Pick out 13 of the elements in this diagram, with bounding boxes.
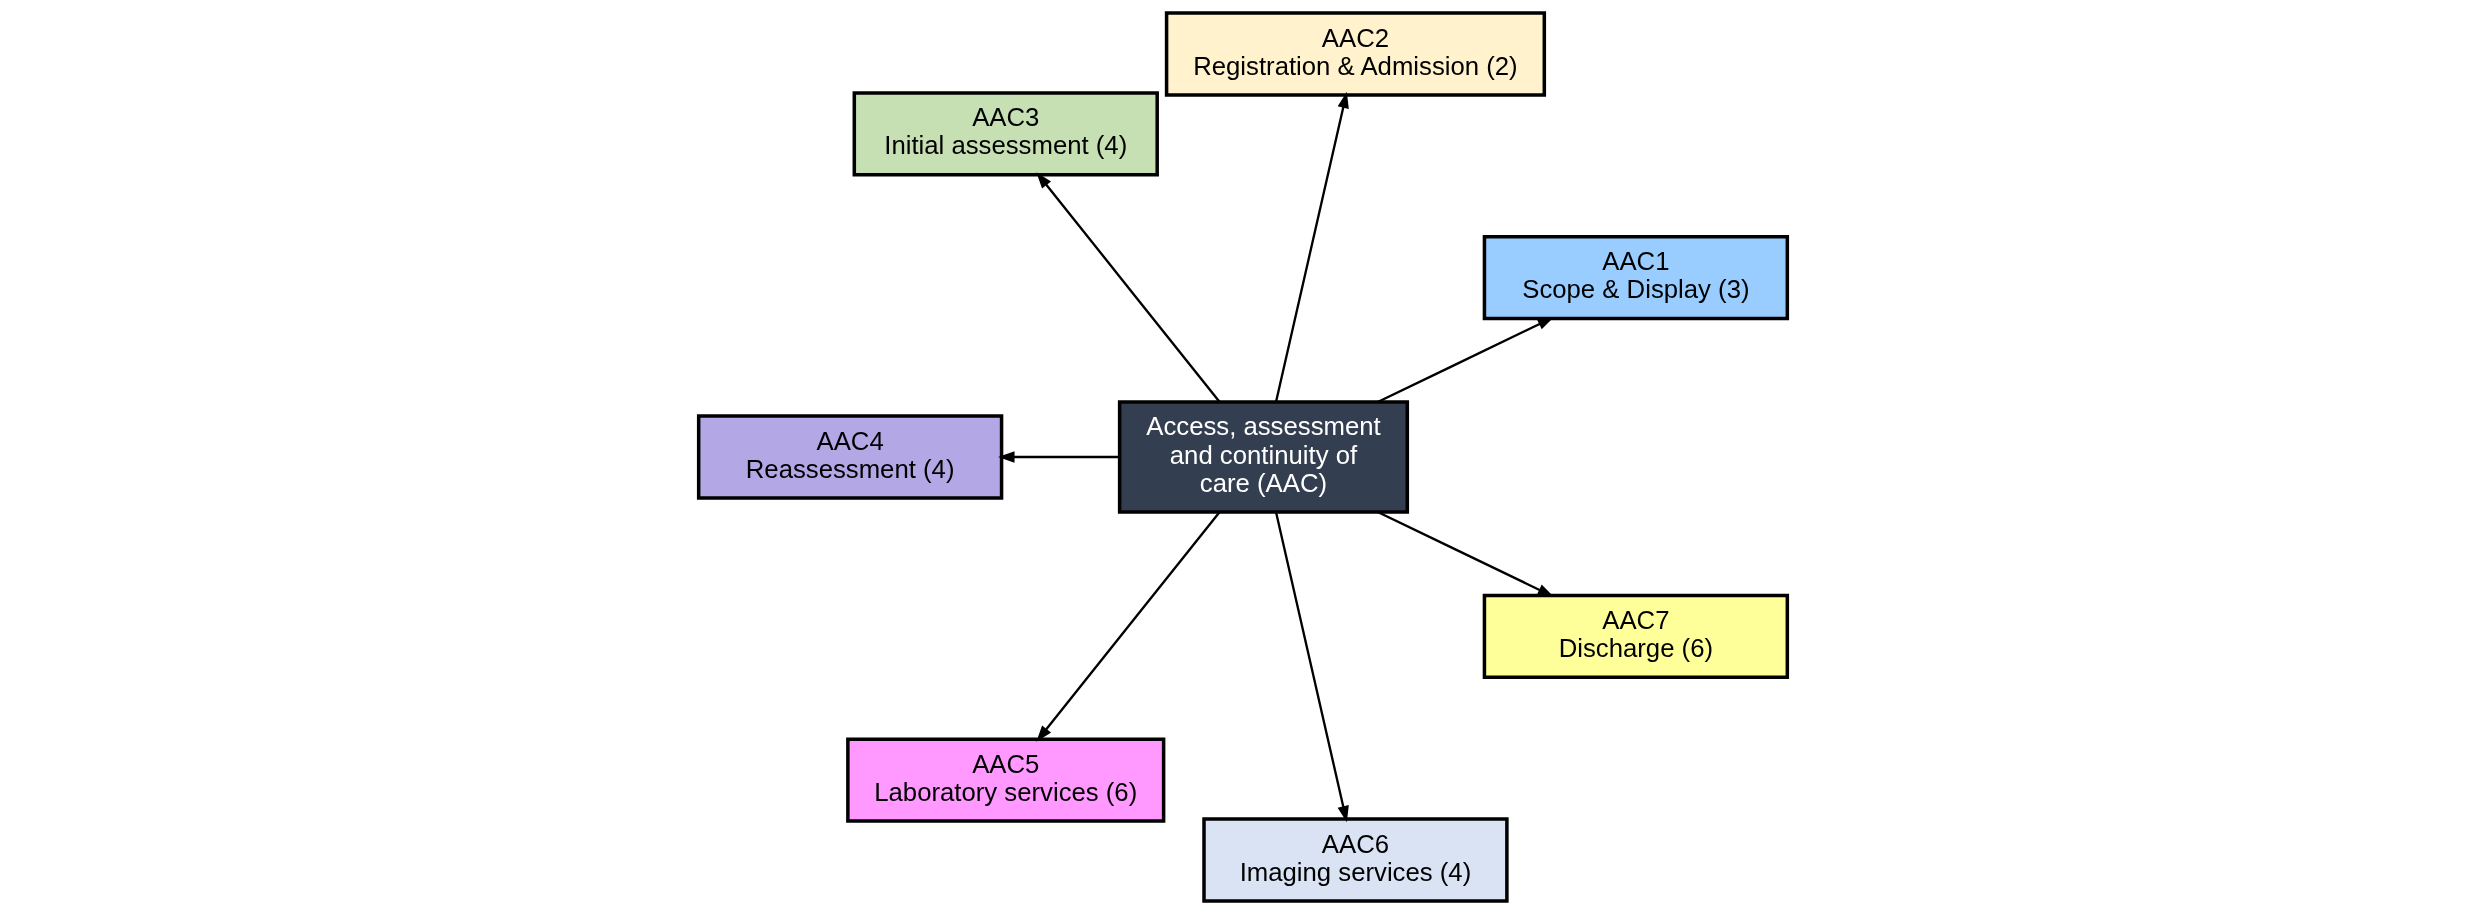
arrow	[1274, 91, 1349, 403]
node-box: AAC3 Initial assessment (4)	[852, 91, 1159, 177]
arrow	[1036, 172, 1221, 403]
node-box: AAC6 Imaging services (4)	[1202, 817, 1509, 903]
arrow	[1274, 511, 1349, 823]
arrow	[998, 451, 1120, 463]
node-box: AAC1 Scope & Display (3)	[1482, 234, 1790, 321]
node-box: AAC4 Reassessment (4)	[696, 414, 1004, 500]
node-box: AAC7 Discharge (6)	[1482, 593, 1790, 680]
node-box: AAC5 Laboratory services (6)	[846, 737, 1166, 823]
node-box: Access, assessment and continuity of care (AAC)	[1117, 400, 1410, 514]
node-box: AAC2 Registration & Admission (2)	[1164, 11, 1547, 97]
arrow	[1036, 511, 1221, 742]
